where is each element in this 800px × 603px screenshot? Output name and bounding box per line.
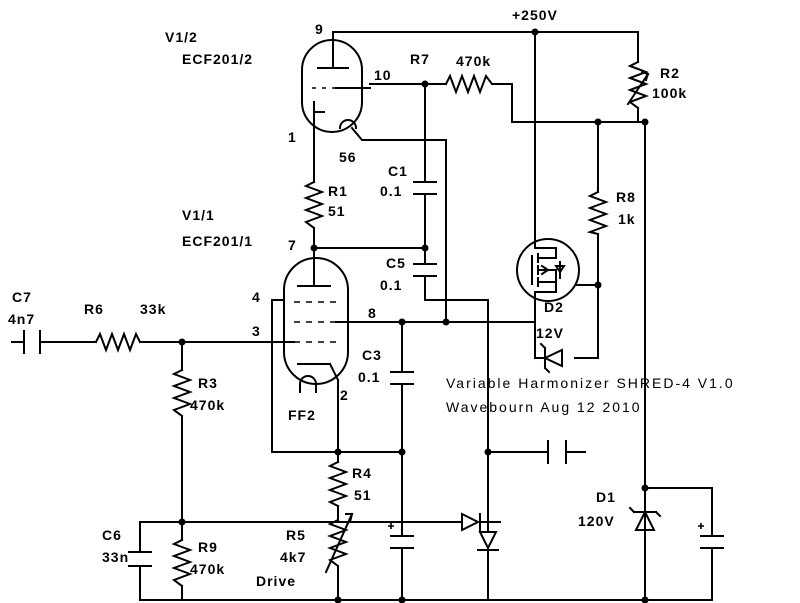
tube-v1-2 bbox=[301, 39, 371, 133]
tube-v1-1 bbox=[282, 257, 351, 393]
r7-value: 470k bbox=[456, 53, 491, 69]
c5-ref: C5 bbox=[386, 255, 406, 271]
capacitor-c5 bbox=[413, 263, 437, 287]
r8-ref: R8 bbox=[616, 189, 636, 205]
r7-ref: R7 bbox=[410, 51, 430, 67]
r1-value: 51 bbox=[328, 203, 346, 219]
r8-value: 1k bbox=[618, 211, 636, 227]
junction-dot bbox=[178, 338, 186, 346]
capacitor-c7 bbox=[23, 330, 41, 354]
junction-dot bbox=[594, 118, 602, 126]
r5-value: 4k7 bbox=[280, 549, 306, 565]
resistor-r7 bbox=[444, 73, 494, 95]
c7-value: 4n7 bbox=[8, 311, 35, 327]
r3-value: 470k bbox=[190, 397, 225, 413]
r4-ref: R4 bbox=[352, 465, 372, 481]
capacitor-c6 bbox=[128, 551, 152, 567]
junction-dot bbox=[178, 518, 186, 526]
junction-dot bbox=[641, 596, 649, 603]
junction-dot bbox=[398, 596, 406, 603]
resistor-r4 bbox=[327, 460, 349, 508]
junction-dot bbox=[398, 318, 406, 326]
pin-3: 3 bbox=[252, 323, 261, 339]
pin-56: 56 bbox=[339, 149, 357, 165]
capacitor-c4 bbox=[388, 523, 414, 549]
resistor-r5 bbox=[324, 512, 354, 574]
r2-ref: R2 bbox=[660, 65, 680, 81]
v1-1-type: ECF201/1 bbox=[182, 233, 253, 249]
junction-dot bbox=[442, 318, 450, 326]
v1-1-ref: V1/1 bbox=[182, 207, 215, 223]
r6-ref: R6 bbox=[84, 301, 104, 317]
pin-2: 2 bbox=[340, 387, 349, 403]
junction-dot bbox=[421, 244, 429, 252]
title-line-1: Variable Harmonizer SHRED-4 V1.0 bbox=[446, 375, 735, 391]
junction-dot bbox=[398, 448, 406, 456]
c7-ref: C7 bbox=[12, 289, 32, 305]
r9-value: 470k bbox=[190, 561, 225, 577]
c1-value: 0.1 bbox=[380, 183, 402, 199]
pin-7: 7 bbox=[288, 237, 297, 253]
junction-dot bbox=[421, 80, 429, 88]
resistor-r8 bbox=[586, 190, 609, 236]
c1-ref: C1 bbox=[388, 163, 408, 179]
resistor-r6 bbox=[94, 331, 142, 353]
c6-ref: C6 bbox=[102, 527, 122, 543]
c5-value: 0.1 bbox=[380, 277, 402, 293]
r2-value: 100k bbox=[652, 85, 687, 101]
heater-ff2: FF2 bbox=[288, 407, 316, 423]
r9-ref: R9 bbox=[198, 539, 218, 555]
junction-dot bbox=[641, 118, 649, 126]
d1-ref: D1 bbox=[596, 489, 616, 505]
v1-2-ref: V1/2 bbox=[165, 29, 198, 45]
capacitor-c1 bbox=[413, 181, 437, 205]
junction-dot bbox=[334, 596, 342, 603]
resistor-r1 bbox=[303, 180, 325, 230]
v1-2-type: ECF201/2 bbox=[182, 51, 253, 67]
pin-9: 9 bbox=[315, 21, 324, 37]
supply-label: +250V bbox=[512, 7, 558, 23]
capacitor-c3 bbox=[390, 371, 414, 385]
junction-dot bbox=[484, 448, 492, 456]
c6-value: 33n bbox=[102, 549, 129, 565]
title-line-2: Wavebourn Aug 12 2010 bbox=[446, 399, 642, 415]
diode-d1 bbox=[628, 506, 662, 531]
resistor-r3 bbox=[171, 368, 193, 418]
c3-ref: C3 bbox=[362, 347, 382, 363]
d2-value: 12V bbox=[536, 325, 564, 341]
d1-value: 120V bbox=[578, 513, 615, 529]
r4-value: 51 bbox=[354, 487, 372, 503]
resistor-r2 bbox=[626, 60, 650, 110]
junction-dot bbox=[594, 281, 602, 289]
junction-dot bbox=[310, 244, 318, 252]
mosfet-d2 bbox=[516, 238, 580, 302]
r1-ref: R1 bbox=[328, 183, 348, 199]
diode-ground bbox=[477, 531, 499, 551]
r6-value: 33k bbox=[140, 301, 166, 317]
junction-dot bbox=[531, 28, 539, 36]
capacitor-right bbox=[698, 523, 724, 549]
d2-ref: D2 bbox=[544, 299, 564, 315]
c3-value: 0.1 bbox=[358, 369, 380, 385]
pin-8: 8 bbox=[368, 305, 377, 321]
labels: +250V V1/2 ECF201/2 9 10 1 56 V1/1 ECF20… bbox=[8, 7, 735, 589]
diode-d2 bbox=[539, 342, 563, 374]
junction-dot bbox=[334, 448, 342, 456]
resistor-r9 bbox=[171, 538, 193, 588]
junction-dots bbox=[178, 28, 649, 603]
diode-series bbox=[461, 512, 481, 532]
pin-10: 10 bbox=[374, 67, 392, 83]
junction-dot bbox=[641, 484, 649, 492]
r5-note: Drive bbox=[256, 573, 296, 589]
capacitor-output bbox=[547, 440, 567, 464]
r3-ref: R3 bbox=[198, 375, 218, 391]
pin-1: 1 bbox=[288, 129, 297, 145]
pin-4: 4 bbox=[252, 289, 261, 305]
r5-ref: R5 bbox=[286, 527, 306, 543]
